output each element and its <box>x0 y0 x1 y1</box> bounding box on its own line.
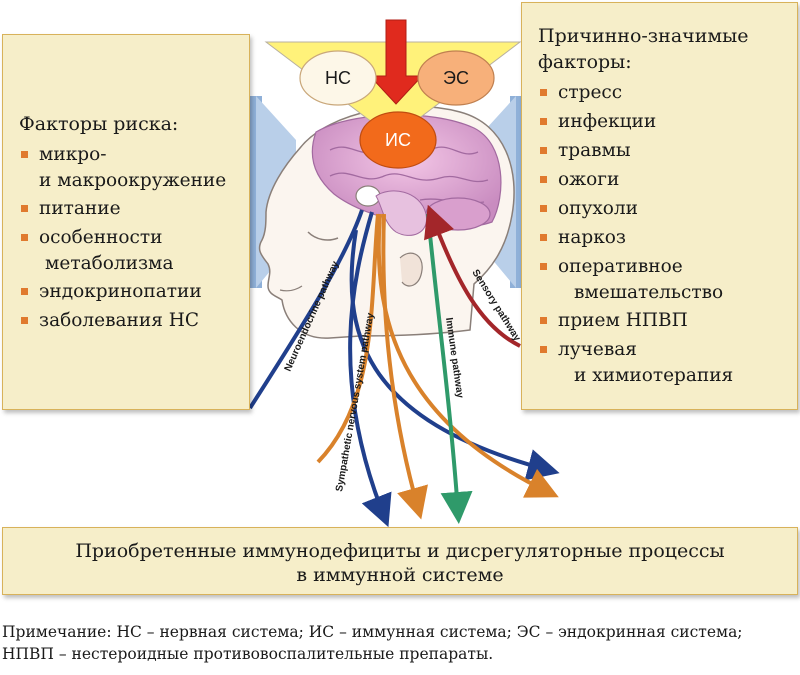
sympathetic-pathway-label: Sympathetic nervous system pathway <box>334 312 376 493</box>
risk-factors-list: микро-и макроокружение питание особеннос… <box>19 140 249 335</box>
list-item: ожоги <box>538 165 797 194</box>
list-item: стресс <box>538 78 797 107</box>
es-circle <box>417 50 495 106</box>
bullet-icon <box>540 147 547 154</box>
list-item: питание <box>19 194 249 223</box>
ns-label: НС <box>325 68 351 88</box>
bullet-icon <box>21 317 28 324</box>
bullet-icon <box>540 234 547 241</box>
sensory-pathway-line <box>424 204 521 348</box>
causal-factors-list: стресс инфекции травмы ожоги опухоли нар… <box>538 78 797 389</box>
footnote: Примечание: НС – нервная система; ИС – и… <box>2 621 800 665</box>
bullet-icon <box>540 346 547 353</box>
neuroendocrine-pathway-line <box>248 209 364 410</box>
is-circle <box>359 111 437 169</box>
list-item: травмы <box>538 136 797 165</box>
neuroendocrine-pathway-line-2 <box>349 229 560 481</box>
bullet-icon <box>540 205 547 212</box>
red-down-arrow <box>368 19 424 105</box>
bullet-icon <box>21 234 28 241</box>
list-item: инфекции <box>538 107 797 136</box>
causal-factors-title: Причинно-значимые факторы: <box>538 25 749 73</box>
causal-factors-box: Причинно-значимые факторы: стресс инфекц… <box>521 2 798 410</box>
list-item: опухоли <box>538 194 797 223</box>
sympathetic-pathway-orange-1 <box>316 213 380 464</box>
risk-factors-title: Факторы риска: <box>19 113 179 135</box>
outcome-box: Приобретенные иммунодефициты и дисрегуля… <box>2 527 798 595</box>
ns-circle <box>299 50 377 106</box>
list-item: наркоз <box>538 223 797 252</box>
bullet-icon <box>540 317 547 324</box>
bullet-icon <box>540 263 547 270</box>
immune-pathway-line <box>426 213 473 524</box>
footnote-line-2: НПВП – нестероидные противовоспалительны… <box>2 645 494 663</box>
bullet-icon <box>21 151 28 158</box>
footnote-line-1: Примечание: НС – нервная система; ИС – и… <box>2 623 743 641</box>
bullet-icon <box>21 205 28 212</box>
outcome-line-1: Приобретенные иммунодефициты и дисрегуля… <box>75 540 725 562</box>
bullet-icon <box>540 118 547 125</box>
sympathetic-pathway-orange-3 <box>381 213 428 520</box>
bullet-icon <box>21 288 28 295</box>
sympathetic-pathway-line <box>348 211 392 528</box>
bullet-icon <box>540 176 547 183</box>
is-label: ИС <box>385 130 411 150</box>
list-item: заболевания НС <box>19 306 249 335</box>
list-item: микро-и макроокружение <box>19 140 249 194</box>
list-item: прием НПВП <box>538 306 797 335</box>
sympathetic-pathway-orange-2 <box>376 213 559 498</box>
risk-factors-box: Факторы риска: микро-и макроокружение пи… <box>2 34 250 410</box>
outcome-line-2: в иммунной системе <box>296 564 504 586</box>
bullet-icon <box>540 89 547 96</box>
es-label: ЭС <box>443 68 469 88</box>
list-item: эндокринопатии <box>19 277 249 306</box>
